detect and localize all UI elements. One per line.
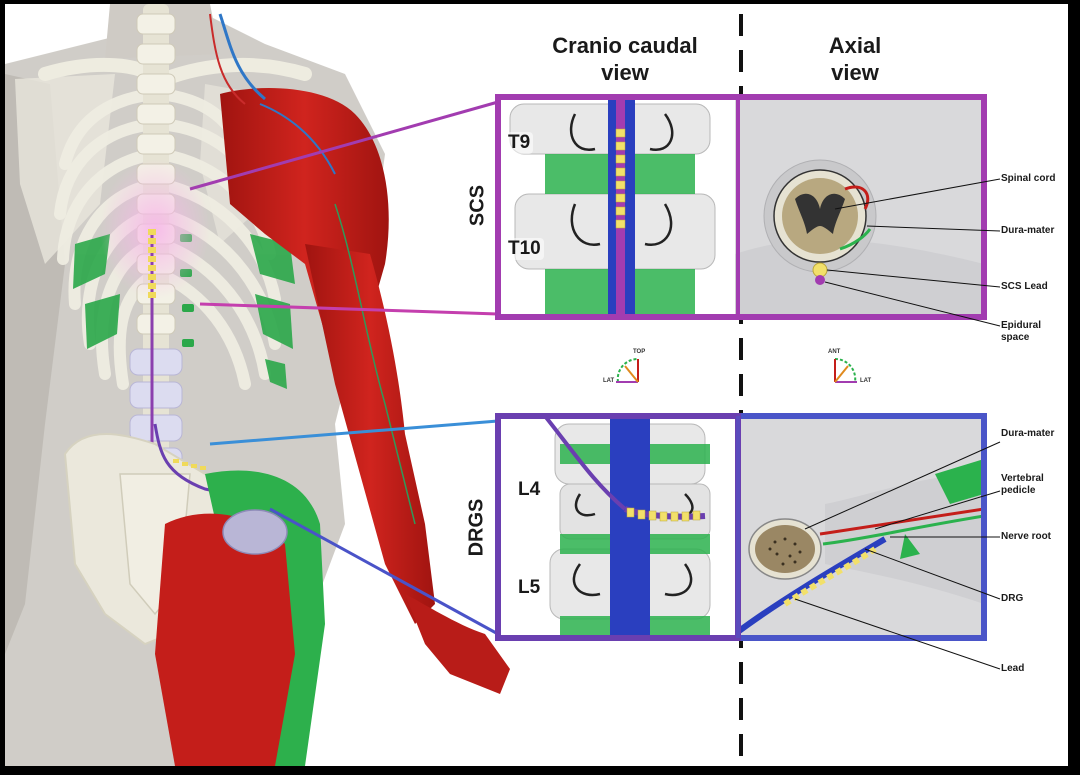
hip-joint: [222, 509, 288, 555]
scs-annotation-leaders: [824, 178, 1001, 327]
orient-cranio-lat: LAT: [603, 378, 615, 384]
scs-axial-view: [735, 97, 984, 317]
orientation-cranio: [616, 357, 639, 383]
orient-axial-ant: ANT: [828, 349, 841, 355]
ann-epidural-space: Epidural space: [1001, 320, 1041, 344]
right-arm: [209, 13, 510, 694]
cranio-caudal-header-line2: view: [601, 60, 649, 85]
ann-drgs-dura-mater: Dura-mater: [1001, 428, 1055, 439]
illustration: [5, 4, 1001, 766]
drgs-cranio-view: [498, 416, 735, 638]
drgs-axial-view: [735, 416, 984, 638]
scs-panel-label: SCS: [466, 184, 489, 227]
scs-cranio-view: [498, 97, 735, 317]
ann-scs-dura-mater: Dura-mater: [1001, 225, 1055, 236]
ann-lead: Lead: [1001, 663, 1025, 674]
drgs-annotation-leaders: [794, 441, 1001, 670]
ann-epidural-line2: space: [1001, 332, 1030, 343]
connector-lines: [189, 100, 499, 636]
body-figure: [5, 4, 510, 766]
drgs-vertebra-l5: L5: [515, 577, 544, 599]
axial-header: Axial view: [795, 32, 915, 86]
drgs-vertebra-l4: L4: [515, 479, 544, 501]
cranio-caudal-header: Cranio caudal view: [525, 32, 725, 86]
orient-cranio-top: TOP: [633, 349, 646, 355]
ann-spinal-cord: Spinal cord: [1001, 173, 1056, 184]
intercostal-muscles: [73, 234, 295, 389]
orientation-axial: [834, 357, 857, 383]
scs-panel: [495, 94, 1001, 327]
axial-header-line2: view: [831, 60, 879, 85]
figure-frame: Cranio caudal view Axial view SCS DRGS T…: [5, 4, 1068, 766]
ann-nerve-root: Nerve root: [1001, 531, 1052, 542]
ann-drg: DRG: [1001, 593, 1024, 604]
ann-vertebral-pedicle: Vertebral pedicle: [1001, 473, 1044, 497]
axial-header-line1: Axial: [828, 33, 882, 58]
drgs-panel-label: DRGS: [465, 498, 488, 557]
ann-vertebral-line2: pedicle: [1001, 485, 1036, 496]
ann-epidural-line1: Epidural: [1001, 320, 1042, 331]
cranio-caudal-header-line1: Cranio caudal: [552, 33, 698, 58]
orient-axial-lat: LAT: [860, 378, 872, 384]
scs-vertebra-t9: T9: [505, 132, 534, 154]
ann-scs-lead: SCS Lead: [1001, 281, 1048, 292]
ann-vertebral-line1: Vertebral: [1001, 473, 1044, 484]
scs-vertebra-t10: T10: [505, 238, 544, 260]
gluteal-muscle-red: [155, 513, 295, 766]
drgs-panel: [495, 413, 1001, 670]
